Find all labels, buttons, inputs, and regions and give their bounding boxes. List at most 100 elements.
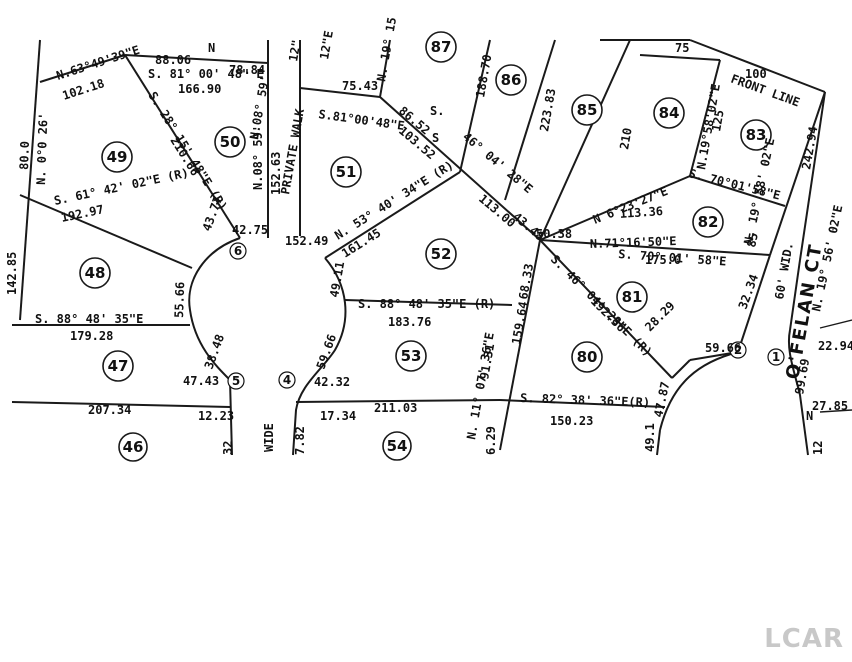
lot-number: 84 bbox=[659, 104, 680, 122]
distance-label: 55.66 bbox=[172, 282, 187, 319]
distance-label: 125 bbox=[709, 109, 727, 133]
distance-label: 99.69 bbox=[792, 358, 812, 396]
lot-number: 46 bbox=[123, 438, 144, 456]
lot-marker: 85 bbox=[571, 94, 603, 126]
lot-markers: 46 47 48 49 50 51 52 53 54 80 81 82 83 8… bbox=[79, 31, 772, 462]
lot-circle bbox=[425, 31, 457, 63]
lot-line bbox=[639, 54, 721, 61]
lot-line bbox=[499, 399, 666, 408]
distance-label: 91.31 bbox=[477, 343, 497, 381]
bearing-label: S. 88° 48' 35"E (R) bbox=[358, 297, 495, 311]
lot-circle bbox=[330, 156, 362, 188]
distance-label: 7.82 bbox=[293, 426, 307, 455]
direction-label: S bbox=[432, 131, 439, 145]
distance-label: 207.34 bbox=[88, 403, 131, 417]
lot-marker: 87 bbox=[425, 31, 457, 63]
lot-number: 49 bbox=[107, 148, 128, 166]
distance-label: 210 bbox=[617, 127, 635, 151]
lot-marker: 48 bbox=[79, 257, 111, 289]
street-label-wide: WIDE bbox=[262, 423, 276, 452]
lot-marker: 81 bbox=[616, 281, 648, 313]
lot-line bbox=[459, 39, 491, 173]
lot-marker: 46 bbox=[118, 432, 148, 462]
lot-circle bbox=[79, 257, 111, 289]
distance-label: 175.0 bbox=[645, 253, 681, 267]
lot-circle bbox=[571, 341, 603, 373]
distance-label: 85 bbox=[744, 232, 761, 249]
lot-line bbox=[769, 91, 826, 256]
watermark-logo: LCAR bbox=[764, 624, 844, 654]
cul-de-sac-curve bbox=[188, 237, 241, 456]
lot-number: 50 bbox=[220, 133, 241, 151]
row-line bbox=[787, 329, 809, 456]
lot-line bbox=[324, 171, 461, 259]
point-marker bbox=[278, 371, 296, 389]
row-line bbox=[819, 409, 852, 413]
lot-number: 83 bbox=[746, 126, 767, 144]
lot-marker: 49 bbox=[101, 141, 133, 173]
lot-marker: 51 bbox=[330, 156, 362, 188]
distance-label: 75 bbox=[675, 41, 689, 55]
lot-line bbox=[689, 175, 786, 207]
lot-number: 54 bbox=[387, 437, 408, 455]
lot-circle bbox=[101, 141, 133, 173]
distance-label: 179.28 bbox=[70, 329, 113, 343]
distance-label: 102.18 bbox=[61, 76, 107, 103]
point-number: 2 bbox=[734, 343, 742, 357]
annotations: N.63°49'39"E 102.18 88.06 N 78.84 S. 81°… bbox=[5, 16, 852, 455]
distance-label: 47.43 bbox=[183, 374, 219, 388]
distance-label: 159.64 bbox=[509, 300, 530, 345]
lot-marker: 47 bbox=[102, 350, 134, 382]
lot-line bbox=[124, 54, 269, 64]
distance-label: 59.66 bbox=[314, 332, 340, 371]
distance-label: 22.94 bbox=[818, 339, 852, 353]
lot-line bbox=[11, 401, 231, 408]
lot-circle bbox=[616, 281, 648, 313]
survey-points: 1 2 4 5 6 bbox=[227, 242, 785, 390]
distance-label: 68.33 bbox=[516, 263, 536, 301]
distance-label: 113.00 bbox=[476, 192, 518, 231]
distance-label: 188.70 bbox=[473, 53, 494, 98]
lot-line bbox=[499, 239, 541, 451]
point-marker bbox=[229, 242, 247, 260]
cul-de-sac-curve bbox=[659, 351, 739, 431]
distance-label: 183.76 bbox=[388, 315, 431, 329]
lot-circle bbox=[118, 432, 148, 462]
distance-label: 17.34 bbox=[320, 409, 356, 423]
distance-label: 78.84 bbox=[229, 63, 265, 77]
bearing-label: N.71°16'50"E bbox=[590, 234, 677, 251]
lot-marker: 84 bbox=[653, 97, 685, 129]
north-label: N bbox=[806, 409, 813, 423]
lot-circle bbox=[382, 431, 412, 461]
lot-line bbox=[671, 359, 691, 379]
width-label: 12" bbox=[286, 39, 304, 63]
lot-line bbox=[539, 239, 771, 256]
lot-number: 51 bbox=[336, 163, 357, 181]
distance-label: 42.75 bbox=[232, 223, 268, 237]
distance-label: 152.49 bbox=[285, 234, 328, 248]
lot-line bbox=[539, 239, 673, 379]
lot-line bbox=[656, 429, 661, 456]
lot-circle bbox=[571, 94, 603, 126]
lot-marker: 82 bbox=[692, 206, 724, 238]
lot-circle bbox=[425, 238, 457, 270]
lot-line bbox=[19, 39, 41, 321]
lot-line bbox=[689, 39, 826, 93]
lot-line bbox=[124, 54, 241, 239]
lot-number: 48 bbox=[85, 264, 106, 282]
distance-label: 75.43 bbox=[342, 79, 378, 93]
lot-marker: 80 bbox=[571, 341, 603, 373]
lot-line bbox=[737, 254, 771, 353]
lot-number: 82 bbox=[698, 213, 719, 231]
point-marker bbox=[227, 372, 245, 390]
distance-label: 223.83 bbox=[537, 87, 558, 132]
lot-line bbox=[39, 54, 126, 83]
lot-circle bbox=[495, 64, 527, 96]
lot-line bbox=[299, 87, 381, 98]
distance-label: 28.29 bbox=[642, 299, 677, 334]
distance-label: 113.36 bbox=[619, 204, 663, 221]
lot-line bbox=[539, 175, 691, 241]
bearing-label: S. 81° 00' 48" E bbox=[148, 67, 264, 81]
